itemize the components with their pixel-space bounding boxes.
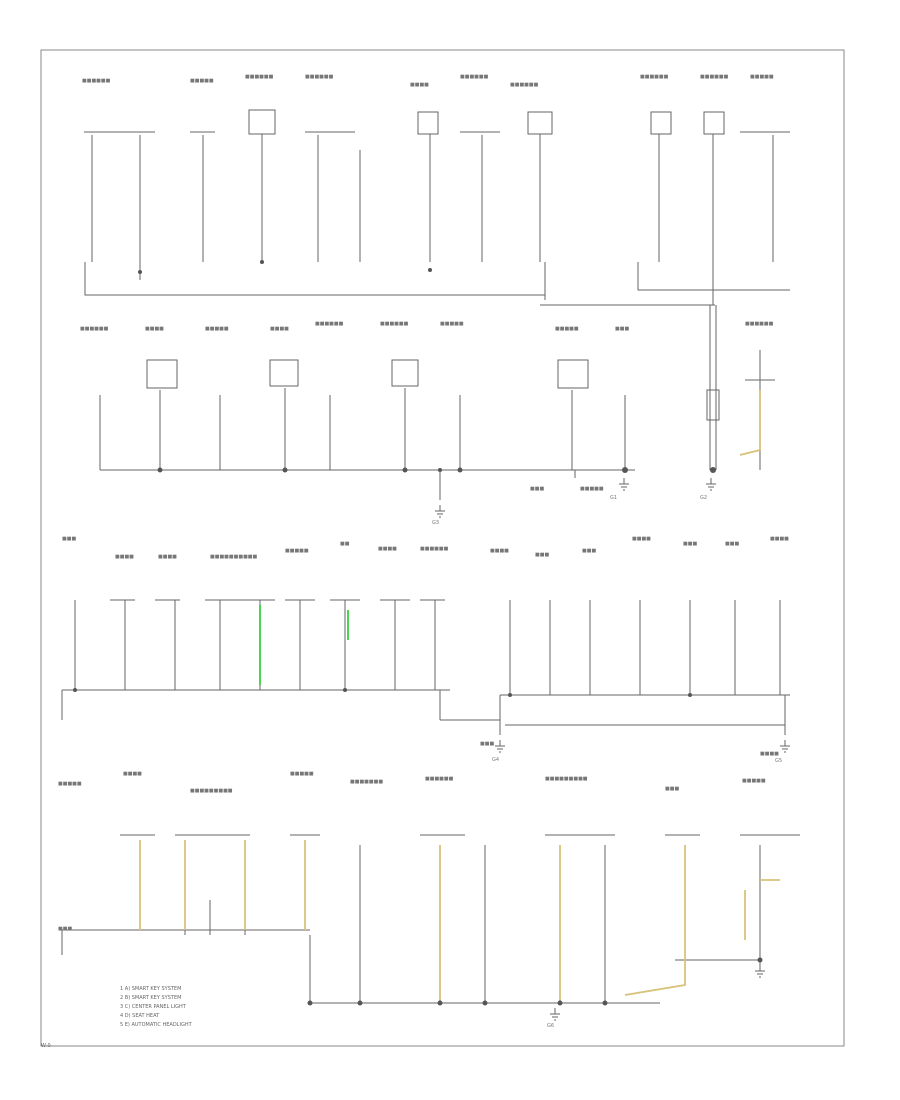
svg-text:■■■■: ■■■■ [270, 326, 289, 332]
legend-item: 3 C) CENTER PANEL LIGHT [120, 1004, 186, 1010]
ground-label: G5 [775, 758, 783, 764]
svg-text:■■: ■■ [340, 541, 350, 547]
svg-text:■■■■: ■■■■ [490, 548, 509, 554]
svg-text:■■■: ■■■ [665, 786, 679, 792]
green-wire [259, 605, 349, 685]
svg-text:■■■: ■■■ [582, 548, 596, 554]
svg-text:■■■■: ■■■■ [158, 554, 177, 560]
svg-text:■■■: ■■■ [615, 326, 629, 332]
svg-text:■■■■■: ■■■■■ [555, 326, 579, 332]
svg-text:■■■: ■■■ [58, 926, 72, 932]
diagram-footer-code: W-0 [41, 1043, 51, 1049]
svg-text:■■■■: ■■■■ [115, 554, 134, 560]
svg-text:■■■: ■■■ [480, 741, 494, 747]
svg-text:■■■■■: ■■■■■ [285, 548, 309, 554]
svg-text:■■■■■■■■■■: ■■■■■■■■■■ [210, 554, 258, 560]
ground-label: G4 [492, 757, 500, 763]
svg-text:■■■■: ■■■■ [378, 546, 397, 552]
svg-text:■■■■■: ■■■■■ [290, 771, 314, 777]
svg-text:■■■: ■■■ [62, 536, 76, 542]
svg-text:■■■■■■: ■■■■■■ [460, 74, 489, 80]
legend-item: 1 A) SMART KEY SYSTEM [120, 986, 182, 992]
svg-text:■■■■■■: ■■■■■■ [315, 321, 344, 327]
ground-label: G2 [700, 495, 708, 501]
svg-text:■■■■■■: ■■■■■■ [305, 74, 334, 80]
svg-text:■■■■■■■: ■■■■■■■ [350, 779, 383, 785]
yellow-wire [139, 840, 561, 1000]
svg-text:■■■■■■: ■■■■■■ [745, 321, 774, 327]
svg-text:■■■■■■: ■■■■■■ [80, 326, 109, 332]
svg-text:■■■: ■■■ [530, 486, 544, 492]
svg-text:■■■■■■: ■■■■■■ [380, 321, 409, 327]
svg-text:■■■■: ■■■■ [770, 536, 789, 542]
svg-text:■■■■■■: ■■■■■■ [420, 546, 449, 552]
legend-item: 2 B) SMART KEY SYSTEM [120, 995, 182, 1001]
svg-text:■■■■: ■■■■ [145, 326, 164, 332]
svg-text:■■■■■■: ■■■■■■ [425, 776, 454, 782]
diagram-legend: 1 A) SMART KEY SYSTEM 2 B) SMART KEY SYS… [120, 985, 192, 1030]
svg-text:■■■■■■■■■: ■■■■■■■■■ [545, 776, 588, 782]
svg-text:■■■■■: ■■■■■ [750, 74, 774, 80]
svg-text:■■■: ■■■ [725, 541, 739, 547]
legend-item: 5 E) AUTOMATIC HEADLIGHT [120, 1022, 192, 1028]
svg-text:■■■■■: ■■■■■ [58, 781, 82, 787]
svg-text:■■■: ■■■ [683, 541, 697, 547]
ground-label: G6 [547, 1023, 555, 1029]
svg-text:■■■■: ■■■■ [410, 82, 429, 88]
svg-text:■■■■■: ■■■■■ [580, 486, 604, 492]
svg-text:■■■■■■: ■■■■■■ [510, 82, 539, 88]
svg-text:■■■: ■■■ [535, 552, 549, 558]
svg-text:■■■■■: ■■■■■ [440, 321, 464, 327]
svg-text:■■■■■■■■■: ■■■■■■■■■ [190, 788, 233, 794]
svg-text:■■■■■: ■■■■■ [205, 326, 229, 332]
svg-text:■■■■■: ■■■■■ [742, 778, 766, 784]
svg-text:■■■■: ■■■■ [632, 536, 651, 542]
yellow-wire [624, 390, 780, 996]
svg-text:■■■■■■: ■■■■■■ [700, 74, 729, 80]
diagram-frame [40, 49, 845, 1047]
svg-text:■■■■■: ■■■■■ [190, 78, 214, 84]
svg-text:■■■■■■: ■■■■■■ [82, 78, 111, 84]
ground-label: G1 [610, 495, 618, 501]
svg-text:■■■■■■: ■■■■■■ [640, 74, 669, 80]
svg-text:■■■■■■: ■■■■■■ [245, 74, 274, 80]
svg-text:■■■■: ■■■■ [760, 751, 779, 757]
ground-label: G3 [432, 520, 440, 526]
legend-item: 4 D) SEAT HEAT [120, 1013, 160, 1019]
svg-text:■■■■: ■■■■ [123, 771, 142, 777]
